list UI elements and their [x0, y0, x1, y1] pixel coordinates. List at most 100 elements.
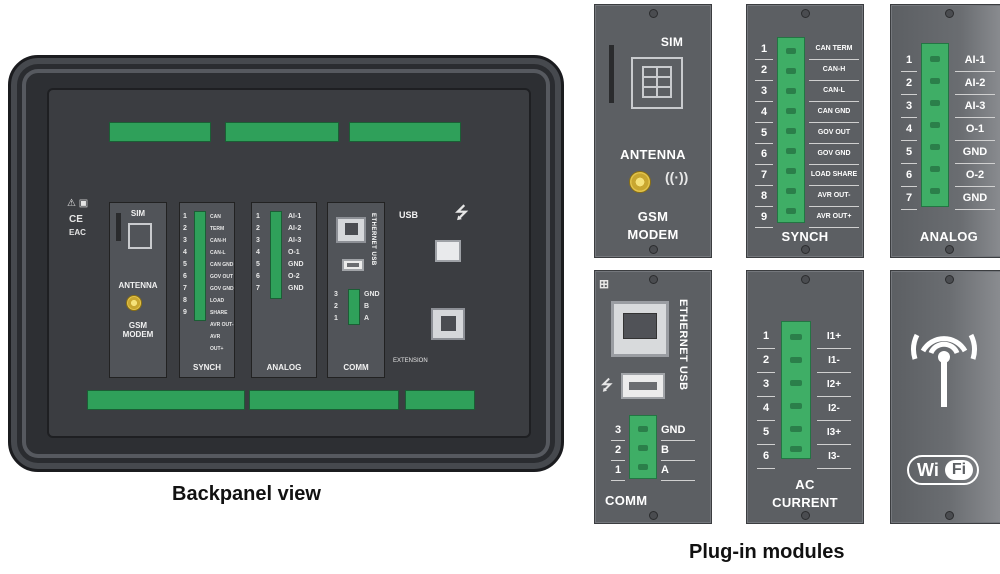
- signal-label: CAN-H: [809, 60, 859, 81]
- comm-module: ⊞ ETHERNET USB ⭍ 3 2 1 GND B A COMM: [594, 270, 712, 524]
- bottom-terminal-block: [87, 390, 245, 410]
- signal-label: GOV OUT: [809, 123, 859, 144]
- signal-label: O-2: [288, 273, 300, 280]
- ac-current-terminal-block: [781, 321, 811, 459]
- wireless-signal-icon: ((·)): [665, 169, 689, 185]
- signal-label: AI-2: [955, 72, 995, 95]
- pin-number: 3: [256, 237, 260, 244]
- pin-number: 4: [901, 118, 917, 141]
- screw-icon: [649, 511, 658, 520]
- signal-label: I1+: [817, 325, 851, 349]
- ac-current-signal-list: I1+ I1- I2+ I2- I3+ I3-: [817, 325, 851, 469]
- usb-port[interactable]: [621, 373, 665, 399]
- signal-label: CAN GND: [210, 262, 234, 268]
- pin-number: 2: [757, 349, 775, 373]
- synch-pin-list: 1 2 3 4 5 6 7 8 9: [183, 211, 187, 319]
- screw-icon: [945, 245, 954, 254]
- analog-terminal: [270, 211, 282, 299]
- ethernet-port[interactable]: [336, 217, 366, 243]
- signal-label: CAN TERM: [809, 39, 859, 60]
- modules-caption: Plug-in modules: [689, 541, 845, 563]
- signal-label: AVR OUT+: [210, 334, 224, 352]
- pin-number: 7: [256, 285, 260, 292]
- wifi-module: Wi Fi: [890, 270, 1000, 524]
- signal-label: AVR OUT-: [809, 186, 859, 207]
- pin-number: 5: [183, 261, 187, 268]
- signal-label: AI-2: [288, 225, 302, 232]
- pin-number: 2: [256, 225, 260, 232]
- pin-number: 5: [757, 421, 775, 445]
- synch-terminal: [194, 211, 206, 321]
- pin-number: 4: [183, 249, 187, 256]
- pin-number: 4: [755, 102, 773, 123]
- pin-number: 2: [611, 441, 625, 461]
- network-icon: ⊞: [599, 277, 610, 291]
- pin-number: 2: [183, 225, 187, 232]
- pin-number: 4: [757, 397, 775, 421]
- top-terminal-block: [109, 122, 211, 142]
- antenna-connector-icon: [629, 171, 651, 193]
- extension-port[interactable]: [431, 308, 465, 340]
- pin-number: 1: [183, 213, 187, 220]
- signal-label: AI-3: [955, 95, 995, 118]
- synch-label: SYNCH: [781, 229, 829, 244]
- sim-slot[interactable]: [116, 213, 121, 241]
- comm-module-slot: ETHERNET USB 3 2 1 GND B A COMM: [327, 202, 385, 378]
- screw-icon: [945, 511, 954, 520]
- signal-label: GOV GND: [809, 144, 859, 165]
- synch-module-slot: CAN TERM CAN-H CAN-L CAN GND GOV OUT GOV…: [179, 202, 235, 378]
- comm-label: COMM: [343, 363, 369, 372]
- extension-label: EXTENSION: [393, 358, 428, 364]
- pin-number: 3: [334, 291, 338, 298]
- top-terminal-block: [225, 122, 339, 142]
- sim-card-icon: [128, 223, 152, 249]
- gsm-modem-module: SIM ANTENNA ((·)) GSM MODEM: [594, 4, 712, 258]
- signal-label: B: [661, 441, 695, 461]
- signal-label: O-2: [955, 164, 995, 187]
- synch-label: SYNCH: [192, 363, 221, 372]
- sim-title: SIM: [660, 35, 684, 49]
- synch-module: 1 2 3 4 5 6 7 8 9 CAN TERM CAN-H CAN-L C…: [746, 4, 864, 258]
- backpanel-caption: Backpanel view: [172, 483, 321, 505]
- signal-label: LOAD SHARE: [210, 298, 228, 316]
- gsm-module-slot: SIM ANTENNA GSM MODEM: [109, 202, 167, 378]
- analog-module: 1 2 3 4 5 6 7 AI-1 AI-2 AI-3 O-1 GND O-2…: [890, 4, 1000, 258]
- signal-label: I3-: [817, 445, 851, 469]
- signal-label: I2-: [817, 397, 851, 421]
- pin-number: 2: [901, 72, 917, 95]
- gsm-modem-label: GSM MODEM: [122, 321, 154, 339]
- signal-label: GOV GND: [210, 286, 234, 292]
- pin-number: 7: [183, 285, 187, 292]
- pin-number: 1: [755, 39, 773, 60]
- screw-icon: [801, 245, 810, 254]
- analog-terminal-block: [921, 43, 949, 207]
- pin-number: 5: [755, 123, 773, 144]
- signal-label: GOV OUT: [210, 274, 234, 280]
- pin-number: 8: [755, 186, 773, 207]
- pin-number: 7: [755, 165, 773, 186]
- usb-b-port[interactable]: [435, 240, 461, 262]
- synch-signal-list: CAN TERM CAN-H CAN-L CAN GND GOV OUT GOV…: [210, 211, 234, 355]
- signal-label: LOAD SHARE: [809, 165, 859, 186]
- signal-label: I1-: [817, 349, 851, 373]
- pin-number: 3: [901, 95, 917, 118]
- gsm-label: GSM: [637, 209, 669, 224]
- signal-label: GND: [288, 261, 304, 268]
- screw-icon: [801, 9, 810, 18]
- comm-pin-list: 3 2 1: [334, 289, 338, 325]
- sim-chip-icon: [642, 66, 672, 98]
- analog-pin-list: 1 2 3 4 5 6 7: [256, 211, 260, 295]
- pin-number: 6: [183, 273, 187, 280]
- pin-number: 1: [901, 49, 917, 72]
- signal-label: GND: [364, 291, 380, 298]
- pin-number: 3: [183, 237, 187, 244]
- sim-slot[interactable]: [609, 45, 614, 103]
- ethernet-port[interactable]: [611, 301, 669, 357]
- signal-label: AI-1: [288, 213, 302, 220]
- comm-signal-list: GND B A: [661, 421, 695, 481]
- analog-module-slot: 1 2 3 4 5 6 7 AI-1 AI-2 AI-3 O-1 GND O-2…: [251, 202, 317, 378]
- signal-label: CAN GND: [809, 102, 859, 123]
- pin-number: 8: [183, 297, 187, 304]
- usb-port[interactable]: [342, 259, 364, 271]
- usb-symbol-icon: ⭍: [455, 205, 469, 222]
